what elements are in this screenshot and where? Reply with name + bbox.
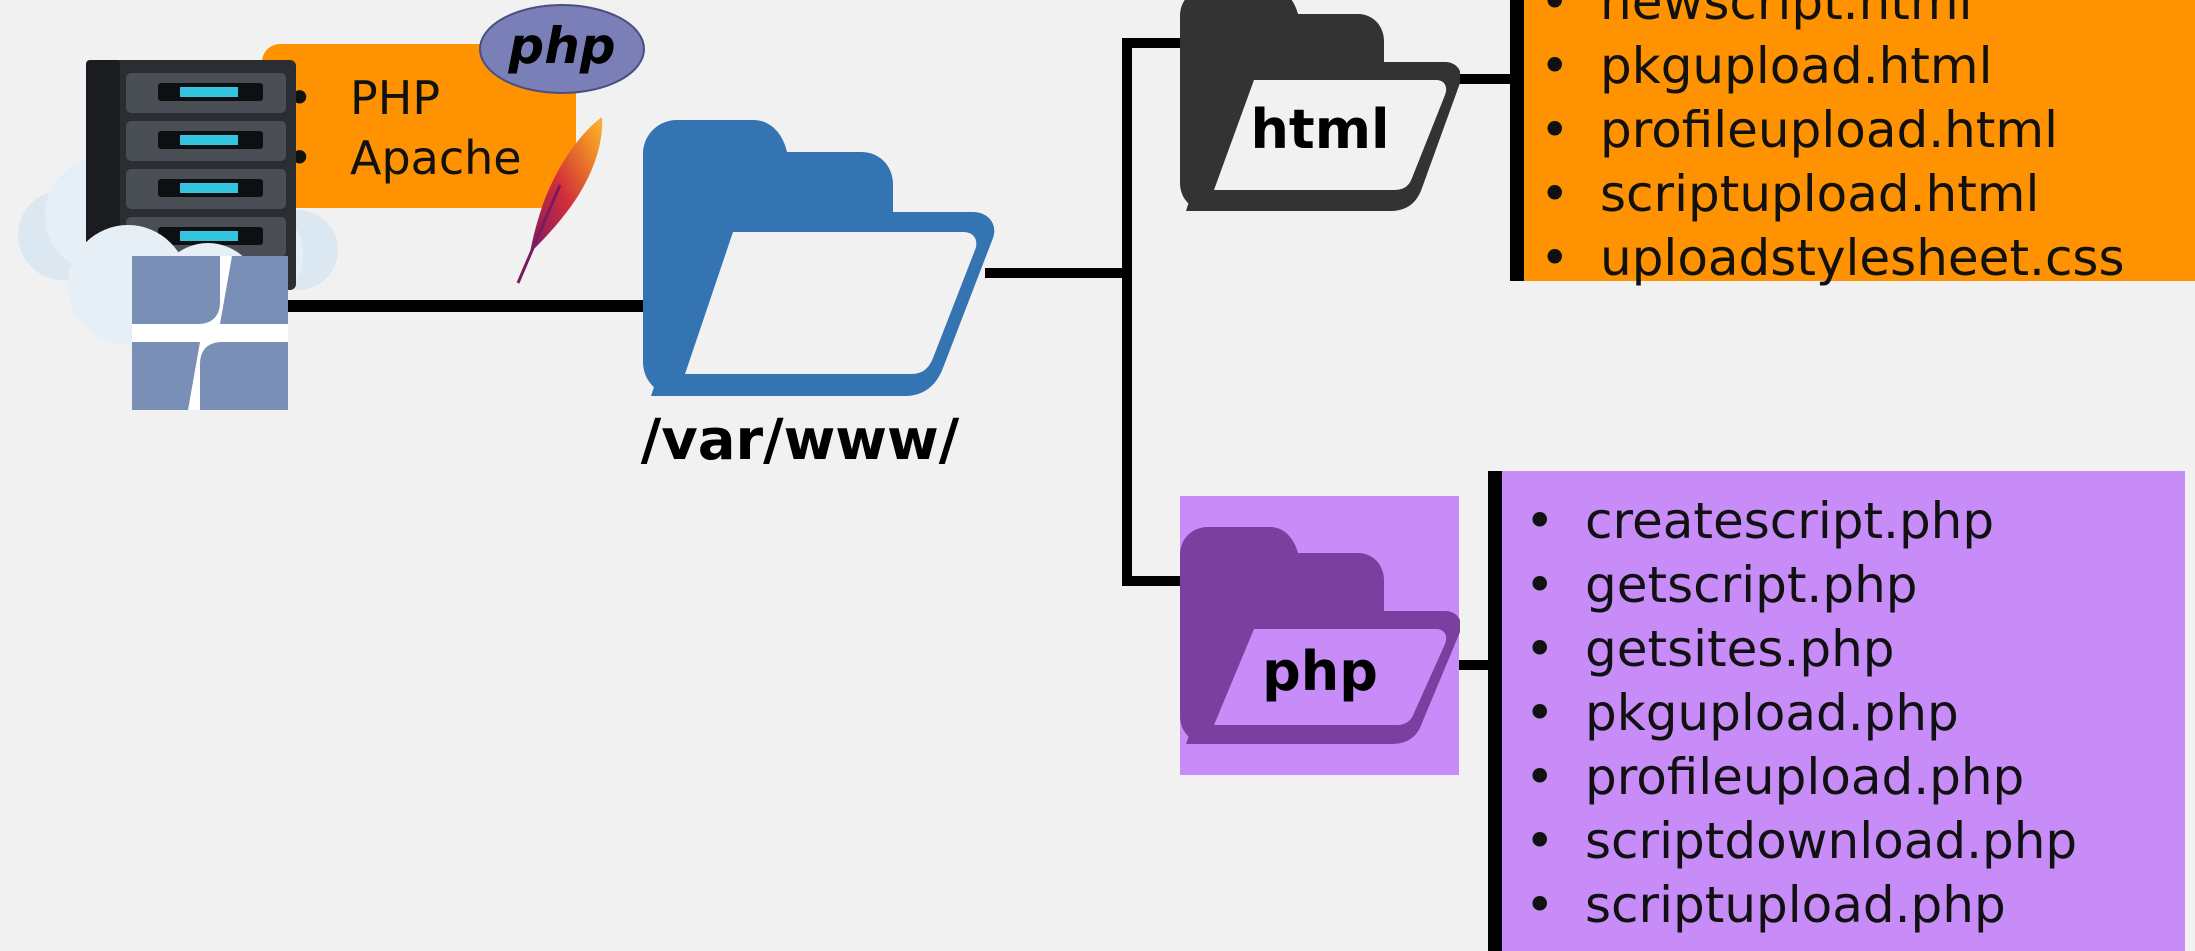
- connector-trunk-to-html: [1122, 38, 1184, 48]
- php-file-item: getsites.php: [1525, 617, 2077, 681]
- root-folder-icon: [643, 120, 995, 396]
- php-file-item: scriptupload.php: [1525, 873, 2077, 937]
- server-stack-item: PHP: [286, 68, 522, 128]
- php-folder-label: php: [1262, 640, 1378, 703]
- php-logo-icon: php: [479, 4, 645, 94]
- html-folder-label: html: [1250, 98, 1390, 161]
- php-logo-text: php: [507, 17, 615, 75]
- connector-html-to-files: [1450, 74, 1514, 84]
- connector-server-to-root: [280, 300, 655, 312]
- html-file-item: newscript.html: [1540, 0, 2125, 34]
- server-stack-item: Apache: [286, 128, 521, 188]
- html-file-list: newscript.html pkgupload.html profileupl…: [1540, 0, 2125, 290]
- php-file-list: createscript.php getscript.php getsites.…: [1525, 489, 2077, 937]
- php-file-item: createscript.php: [1525, 489, 2077, 553]
- html-file-item: uploadstylesheet.css: [1540, 226, 2124, 290]
- connector-root-to-trunk: [985, 268, 1130, 278]
- html-file-item: profileupload.html: [1540, 98, 2125, 162]
- php-file-item: profileupload.php: [1525, 745, 2077, 809]
- app-logo-icon: [132, 256, 288, 410]
- apache-feather-icon: [516, 117, 603, 284]
- connector-trunk-to-php: [1122, 576, 1184, 586]
- html-file-item: pkgupload.html: [1540, 34, 2125, 98]
- connector-php-to-files: [1450, 660, 1492, 670]
- html-file-item: scriptupload.html: [1540, 162, 2125, 226]
- root-folder-label: /var/www/: [640, 408, 960, 473]
- html-folder-icon: [1180, 0, 1460, 211]
- php-file-item: pkgupload.php: [1525, 681, 2077, 745]
- php-file-item: scriptdownload.php: [1525, 809, 2077, 873]
- connector-trunk: [1122, 38, 1132, 586]
- php-file-item: getscript.php: [1525, 553, 2077, 617]
- php-folder-icon: [1180, 527, 1460, 744]
